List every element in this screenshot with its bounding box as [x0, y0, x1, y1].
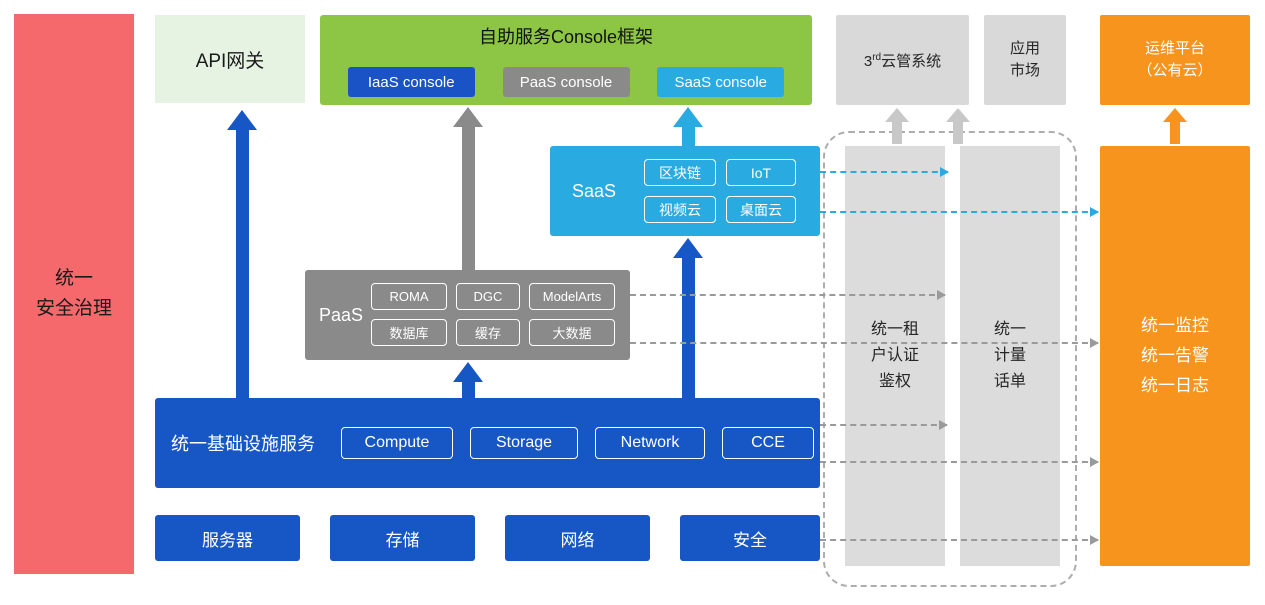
app-market-label: 应用 市场: [1009, 40, 1040, 79]
video-cloud-chip: 视频云: [644, 196, 716, 223]
modelarts-chip: ModelArts: [529, 283, 615, 310]
desktop-cloud-chip: 桌面云: [726, 196, 796, 223]
network-box: 网络: [505, 515, 650, 561]
auth-column: 统一租 户认证 鉴权: [845, 146, 945, 566]
infra-label: 统一基础设施服务: [171, 434, 315, 454]
api-gateway-label: API网关: [195, 50, 265, 72]
arrow-infra-to-saas: [673, 238, 703, 398]
saas-box: SaaS 区块链 IoT 视频云 桌面云: [550, 146, 820, 236]
network-chip: Network: [595, 427, 705, 459]
monitoring-label: 统一监控 统一告警 统一日志: [1141, 316, 1209, 395]
third-party-cloud-label: 3rd云管系统: [863, 51, 942, 70]
console-frame-title: 自助服务Console框架: [478, 27, 654, 47]
connector-security-to-monitoring: [820, 535, 1099, 545]
paas-box: PaaS ROMA DGC ModelArts 数据库 缓存 大数据: [305, 270, 630, 360]
network-label: 网络: [560, 530, 595, 550]
blockchain-chip: 区块链: [644, 159, 716, 186]
cache-chip: 缓存: [456, 319, 520, 346]
ops-platform-box: 运维平台 （公有云）: [1100, 15, 1250, 105]
monitoring-box: 统一监控 统一告警 统一日志: [1100, 146, 1250, 566]
cce-chip: CCE: [722, 427, 814, 459]
billing-column: 统一 计量 话单: [960, 146, 1060, 566]
third-party-cloud-box: 3rd云管系统: [836, 15, 969, 105]
saas-console-chip: SaaS console: [657, 67, 785, 97]
arrow-paas-to-console: [453, 107, 483, 270]
connector-infra-to-auth: [820, 420, 948, 430]
ops-platform-label: 运维平台 （公有云）: [1137, 40, 1213, 79]
security-label: 安全: [733, 530, 767, 550]
server-box: 服务器: [155, 515, 300, 561]
paas-label: PaaS: [319, 304, 364, 325]
console-frame-box: 自助服务Console框架 IaaS console PaaS console …: [320, 15, 812, 105]
security-box: 安全: [680, 515, 820, 561]
connector-paas-to-auth: [630, 290, 946, 300]
iaas-console-chip: IaaS console: [347, 67, 475, 97]
database-chip: 数据库: [371, 319, 447, 346]
dashed-integration-region: [823, 131, 1077, 587]
storage-box: 存储: [330, 515, 475, 561]
arrow-billing-to-third-party: [946, 108, 970, 144]
bigdata-chip: 大数据: [529, 319, 615, 346]
storage-chip: Storage: [470, 427, 578, 459]
connector-paas-to-monitoring: [630, 338, 1099, 348]
compute-chip: Compute: [341, 427, 453, 459]
billing-column-label: 统一 计量 话单: [993, 321, 1026, 390]
infra-box: 统一基础设施服务 Compute Storage Network CCE: [155, 398, 820, 488]
saas-label: SaaS: [572, 180, 617, 201]
security-governance-label: 统一 安全治理: [35, 268, 112, 319]
server-label: 服务器: [202, 530, 253, 550]
arrow-monitoring-to-ops-platform: [1163, 108, 1187, 144]
paas-console-chip: PaaS console: [502, 67, 630, 97]
auth-column-label: 统一租 户认证 鉴权: [870, 321, 919, 390]
arrow-infra-to-paas: [453, 362, 483, 398]
arrow-auth-to-third-party: [885, 108, 909, 144]
dgc-chip: DGC: [456, 283, 520, 310]
connector-saas-to-auth: [820, 167, 949, 177]
connector-saas-to-monitoring: [820, 207, 1099, 217]
roma-chip: ROMA: [371, 283, 447, 310]
security-governance-bar: 统一 安全治理: [14, 14, 134, 574]
arrow-infra-to-api-gateway: [227, 110, 257, 398]
app-market-box: 应用 市场: [984, 15, 1066, 105]
api-gateway-box: API网关: [155, 15, 305, 103]
iot-chip: IoT: [726, 159, 796, 186]
storage-label: 存储: [385, 530, 420, 550]
arrow-saas-to-console: [673, 107, 703, 146]
connector-infra-to-monitoring: [820, 457, 1099, 467]
